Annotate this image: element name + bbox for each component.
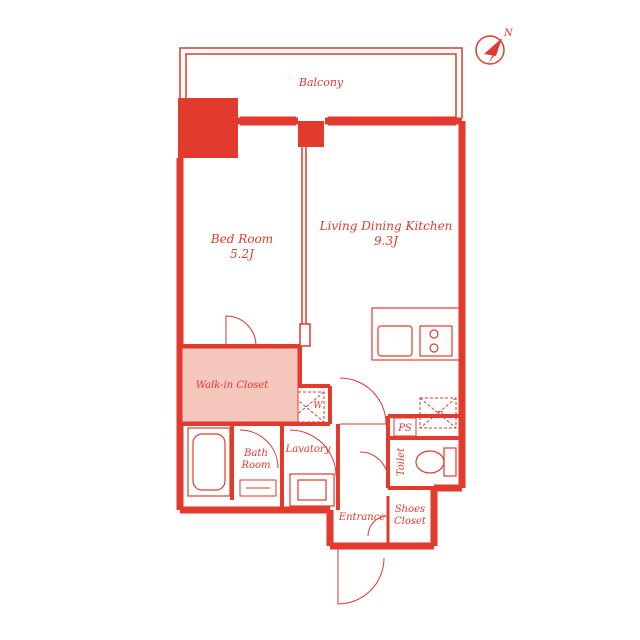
bath-label-line1: Bath xyxy=(243,448,268,459)
entrance-label: Entrance xyxy=(338,512,386,523)
shoes-closet-label-line2: Closet xyxy=(394,516,427,527)
bath-label-line2: Room xyxy=(240,460,270,471)
structural-column xyxy=(178,98,238,158)
lavatory-vanity xyxy=(289,473,335,507)
ps-label: PS xyxy=(397,423,412,434)
balcony-area xyxy=(179,47,463,118)
ps-shaft xyxy=(393,417,417,437)
bathtub xyxy=(187,427,231,497)
door-bedroom-closet xyxy=(225,315,257,347)
fridge-label: R xyxy=(436,411,444,421)
door-shoes-closet xyxy=(367,515,389,537)
door-toilet xyxy=(359,451,389,481)
door-ldk xyxy=(339,377,387,425)
doors xyxy=(225,315,389,605)
toilet-label: Toilet xyxy=(396,447,407,476)
kitchen-counter xyxy=(371,307,461,361)
ldk-area: 9.3J xyxy=(374,234,399,248)
structural-column-small xyxy=(298,121,324,147)
room-labels: Balcony Bed Room 5.2J Living Dining Kitc… xyxy=(196,76,453,527)
door-entrance xyxy=(337,546,385,605)
interior-walls xyxy=(180,344,462,510)
lavatory-label: Lavatory xyxy=(285,444,331,455)
bedroom-area: 5.2J xyxy=(230,247,255,261)
sliding-partition xyxy=(299,145,311,347)
exterior-wall xyxy=(176,117,466,550)
door-lavatory xyxy=(289,429,337,477)
bath-fixture xyxy=(239,479,277,497)
compass-north-label: N xyxy=(503,28,514,39)
washer-label: W xyxy=(313,401,323,411)
balcony-label: Balcony xyxy=(298,76,344,89)
fridge-space xyxy=(419,397,457,429)
ldk-label: Living Dining Kitchen xyxy=(319,219,453,233)
bedroom-label: Bed Room xyxy=(210,232,273,246)
north-compass-icon: N xyxy=(475,28,514,65)
walkin-closet-label: Walk-in Closet xyxy=(196,380,270,391)
window-frames xyxy=(240,116,456,126)
door-bath xyxy=(239,429,279,469)
shoes-closet-label-line1: Shoes xyxy=(395,504,425,515)
walkin-closet-area xyxy=(181,347,299,423)
toilet-bowl xyxy=(415,447,457,477)
